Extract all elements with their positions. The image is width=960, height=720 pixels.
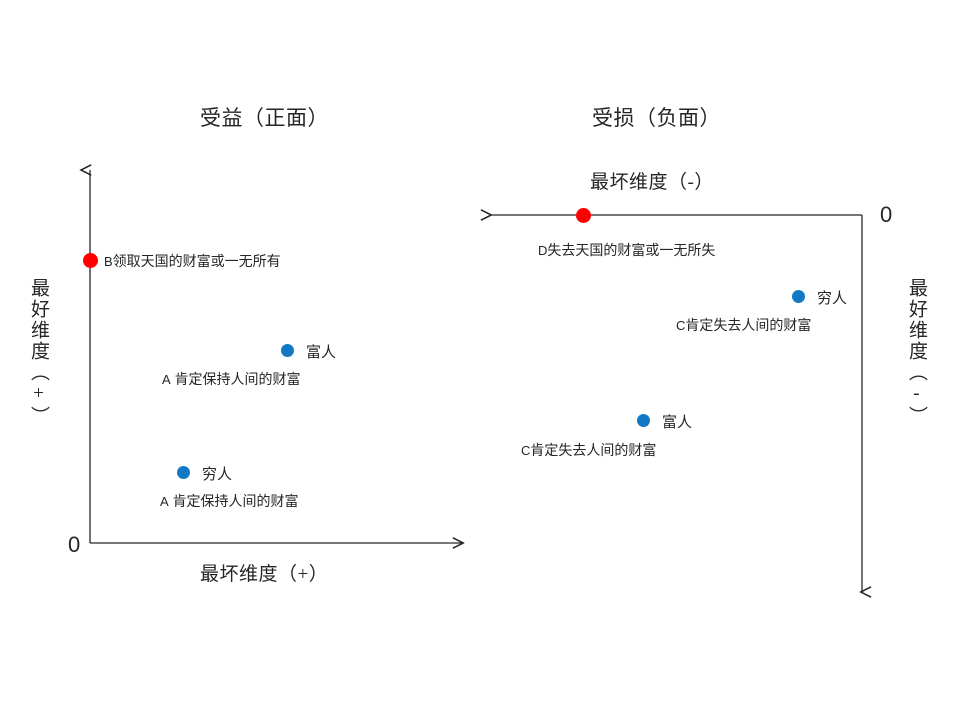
right-point-poor-desc-row: C肯定失去人间的财富 <box>676 315 811 335</box>
right-point-d-prefix: D <box>538 243 548 258</box>
right-point-d-label: D失去天国的财富或一无所失 <box>538 240 715 260</box>
right-point-poor-desc: 肯定失去人间的财富 <box>685 317 812 333</box>
left-point-rich-desc: 肯定保持人间的财富 <box>174 371 301 387</box>
right-point-d-marker[interactable] <box>576 208 591 223</box>
right-y-axis-title: 最好维度（-） <box>905 278 927 427</box>
right-point-rich-name: 富人 <box>662 415 693 431</box>
left-point-rich-prefix: A <box>162 372 171 387</box>
left-point-rich-name: 富人 <box>306 345 337 361</box>
right-panel-axes <box>490 215 862 592</box>
left-point-b-marker[interactable] <box>83 253 98 268</box>
right-point-d-desc: 失去天国的财富或一无所失 <box>547 242 716 258</box>
left-point-rich-marker[interactable] <box>281 344 294 357</box>
left-point-poor-name: 穷人 <box>202 467 233 483</box>
left-point-poor-prefix: A <box>160 494 169 509</box>
left-point-b-desc: 领取天国的财富或一无所有 <box>112 253 281 269</box>
right-point-rich-prefix: C <box>521 443 531 458</box>
left-point-rich-desc-row: A 肯定保持人间的财富 <box>162 369 301 389</box>
right-point-rich-desc-row: C肯定失去人间的财富 <box>521 440 656 460</box>
left-point-b-prefix: B <box>104 254 113 269</box>
right-point-rich-desc: 肯定失去人间的财富 <box>530 442 657 458</box>
right-origin-zero-label: 0 <box>880 202 893 227</box>
right-point-poor-name: 穷人 <box>817 291 848 307</box>
left-panel-title: 受益（正面） <box>200 106 329 130</box>
left-point-b-label: B领取天国的财富或一无所有 <box>104 251 281 271</box>
left-panel-axes <box>90 170 462 543</box>
left-x-axis-title: 最坏维度（+） <box>200 564 329 585</box>
left-point-poor-desc: 肯定保持人间的财富 <box>172 493 299 509</box>
left-origin-zero-label: 0 <box>68 532 81 557</box>
right-x-axis-title: 最坏维度（-） <box>590 172 714 193</box>
right-point-poor-prefix: C <box>676 318 686 333</box>
left-point-poor-marker[interactable] <box>177 466 190 479</box>
right-point-rich-marker[interactable] <box>637 414 650 427</box>
left-y-axis-title: 最好维度（+） <box>27 278 49 427</box>
right-panel-title: 受损（负面） <box>592 106 721 130</box>
right-point-poor-marker[interactable] <box>792 290 805 303</box>
left-point-poor-desc-row: A 肯定保持人间的财富 <box>160 491 299 511</box>
